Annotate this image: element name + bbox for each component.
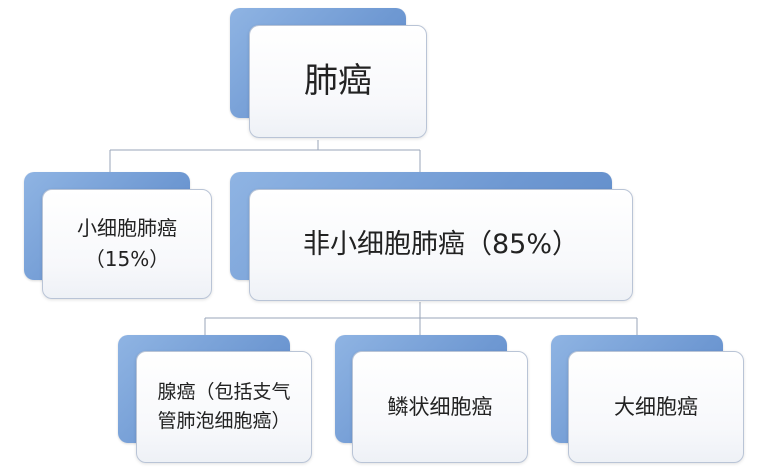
node-label-root: 肺癌 [304,61,372,102]
node-label-non-small-cell: 非小细胞肺癌（85%） [302,229,579,261]
node-label-squamous: 鳞状细胞癌 [387,394,493,419]
node-card: 非小细胞肺癌（85%） [249,189,633,301]
node-card: 腺癌（包括支气 管肺泡细胞癌） [136,351,312,463]
node-card: 小细胞肺癌 （15%） [42,189,212,299]
node-label-adenocarcinoma: 腺癌（包括支气 管肺泡细胞癌） [157,380,291,432]
node-card: 鳞状细胞癌 [352,351,528,463]
node-card: 大细胞癌 [568,351,744,463]
node-card: 肺癌 [249,25,427,138]
node-label-large-cell: 大细胞癌 [614,394,698,419]
node-label-small-cell: 小细胞肺癌 （15%） [77,216,177,271]
